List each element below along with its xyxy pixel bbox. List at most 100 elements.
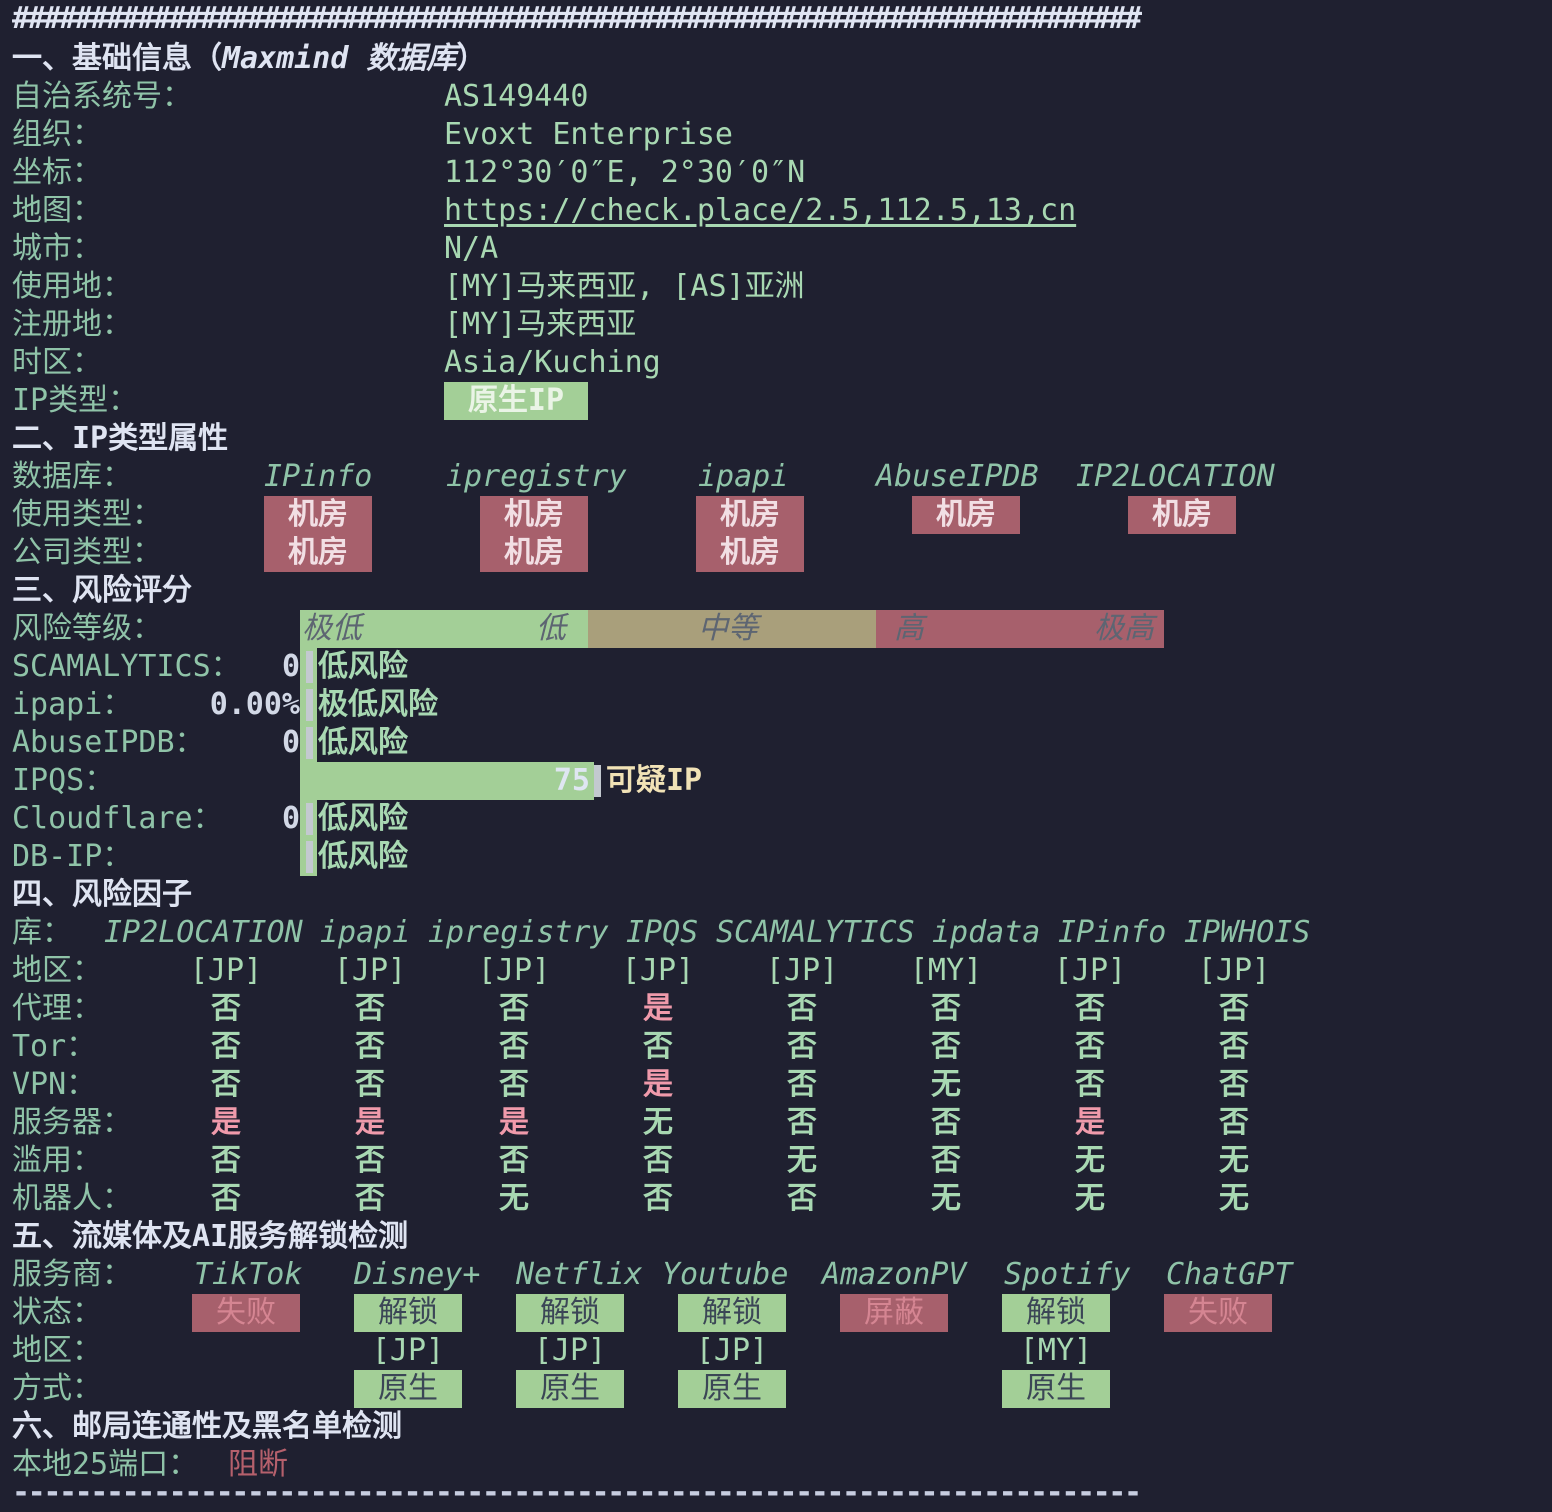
factor-server-ip2location: 是	[211, 1105, 241, 1140]
factor-tor-ipqs: 否	[643, 1029, 673, 1064]
factor-tor-ipapi: 否	[355, 1029, 385, 1064]
method-disney: 原生	[354, 1370, 462, 1408]
ipapi-marker	[306, 689, 313, 721]
lib-label: 库：	[12, 915, 72, 950]
status-spotify: 解锁	[1002, 1294, 1110, 1332]
lib-ipdata: ipdata	[932, 915, 1041, 950]
usage-type-label: 使用类型：	[12, 497, 162, 532]
method-spotify: 原生	[1002, 1370, 1110, 1408]
cloudflare-rating: 低风险	[318, 801, 408, 836]
factor-server-scamalytics: 否	[787, 1105, 817, 1140]
section-iptype-title: 二、IP类型属性	[12, 421, 229, 456]
risk-scale-high-segment	[876, 610, 1164, 648]
timezone-label: 时区：	[12, 345, 102, 380]
asn-value: AS149440	[444, 79, 589, 114]
factor-abuse-ipinfo: 无	[1075, 1143, 1105, 1178]
factor-proxy-ip2location: 否	[211, 991, 241, 1026]
dbip-marker	[306, 841, 313, 873]
lib-ipqs: IPQS	[626, 915, 699, 950]
factor-bot-scamalytics: 否	[787, 1181, 817, 1216]
ip-type-label: IP类型：	[12, 383, 139, 418]
cloudflare-marker	[306, 803, 313, 835]
usage-badge-ipapi: 机房	[696, 496, 804, 534]
factor-abuse-ipwhois: 无	[1219, 1143, 1249, 1178]
ipapi-score: 0.00%	[209, 687, 300, 722]
lib-scamalytics: SCAMALYTICS	[716, 915, 915, 950]
scale-high: 高	[894, 611, 924, 646]
factor-bot-ipqs: 否	[643, 1181, 673, 1216]
scamalytics-rating: 低风险	[318, 649, 408, 684]
provider-tiktok: TikTok	[194, 1257, 303, 1292]
lib-ipapi: ipapi	[320, 915, 411, 950]
status-youtube: 解锁	[678, 1294, 786, 1332]
lib-ipregistry: ipregistry	[428, 915, 609, 950]
dbip-label: DB-IP：	[12, 839, 133, 874]
status-disney: 解锁	[354, 1294, 462, 1332]
cloudflare-label: Cloudflare：	[12, 801, 223, 836]
risk-scale-mid-segment	[588, 610, 876, 648]
usage-badge-ipinfo: 机房	[264, 496, 372, 534]
status-label: 状态：	[12, 1295, 102, 1330]
org-value: Evoxt Enterprise	[444, 117, 733, 152]
factor-tor-label: Tor：	[12, 1029, 97, 1064]
db-label: 数据库：	[12, 459, 132, 494]
lib-ipinfo: IPinfo	[1058, 915, 1167, 950]
region-netflix: [JP]	[533, 1333, 607, 1368]
factor-tor-ipregistry: 否	[499, 1029, 529, 1064]
hash-separator: ########################################…	[12, 1, 1142, 36]
coords-label: 坐标：	[12, 155, 102, 190]
ipqs-marker	[594, 765, 601, 797]
provider-disney: Disney+	[354, 1257, 481, 1292]
factor-bot-label: 机器人：	[12, 1181, 132, 1216]
factor-bot-ipregistry: 无	[499, 1181, 529, 1216]
method-youtube: 原生	[678, 1370, 786, 1408]
timezone-value: Asia/Kuching	[444, 345, 661, 380]
abuseipdb-score: 0	[281, 725, 300, 760]
risk-scale-low-segment	[300, 610, 588, 648]
factor-vpn-ipregistry: 否	[499, 1067, 529, 1102]
factor-server-ipqs: 无	[643, 1105, 673, 1140]
usage-badge-ip2location: 机房	[1128, 496, 1236, 534]
factor-bot-ipwhois: 无	[1219, 1181, 1249, 1216]
factor-region-label: 地区：	[12, 953, 102, 988]
abuseipdb-marker	[306, 727, 313, 759]
factor-abuse-scamalytics: 无	[787, 1143, 817, 1178]
section-risk-title: 三、风险评分	[12, 573, 192, 608]
status-chatgpt: 失败	[1164, 1294, 1272, 1332]
factor-proxy-ipwhois: 否	[1219, 991, 1249, 1026]
factor-region-ipinfo: [JP]	[1053, 953, 1127, 988]
map-label: 地图：	[12, 193, 102, 228]
scale-low: 低	[536, 611, 566, 646]
ipqs-score-bar	[300, 762, 594, 800]
map-link[interactable]: https://check.place/2.5,112.5,13,cn	[444, 193, 1077, 228]
city-value: N/A	[444, 231, 499, 266]
factor-proxy-scamalytics: 否	[787, 991, 817, 1026]
provider-chatgpt: ChatGPT	[1166, 1257, 1293, 1292]
db-abuseipdb: AbuseIPDB	[876, 459, 1039, 494]
factor-tor-ipwhois: 否	[1219, 1029, 1249, 1064]
factor-vpn-ipdata: 无	[931, 1067, 961, 1102]
status-amazonpv: 屏蔽	[840, 1294, 948, 1332]
factor-abuse-ipqs: 否	[643, 1143, 673, 1178]
factor-vpn-ipwhois: 否	[1219, 1067, 1249, 1102]
ipqs-score: 75	[553, 763, 590, 798]
factor-proxy-label: 代理：	[12, 991, 102, 1026]
provider-netflix: Netflix	[516, 1257, 643, 1292]
scale-very-high: 极高	[1094, 611, 1154, 646]
usage-badge-ipregistry: 机房	[480, 496, 588, 534]
factor-abuse-ipdata: 否	[931, 1143, 961, 1178]
ipapi-rating: 极低风险	[318, 687, 438, 722]
factor-tor-ipdata: 否	[931, 1029, 961, 1064]
factor-bot-ipinfo: 无	[1075, 1181, 1105, 1216]
port25-label: 本地25端口：	[12, 1447, 199, 1482]
port25-value: 阻断	[228, 1447, 288, 1482]
factor-tor-ipinfo: 否	[1075, 1029, 1105, 1064]
factor-vpn-label: VPN：	[12, 1067, 97, 1102]
factor-bot-ip2location: 否	[211, 1181, 241, 1216]
company-badge-ipapi: 机房	[696, 534, 804, 572]
ipapi-label: ipapi：	[12, 687, 133, 722]
factor-bot-ipdata: 无	[931, 1181, 961, 1216]
company-badge-ipinfo: 机房	[264, 534, 372, 572]
factor-abuse-ip2location: 否	[211, 1143, 241, 1178]
